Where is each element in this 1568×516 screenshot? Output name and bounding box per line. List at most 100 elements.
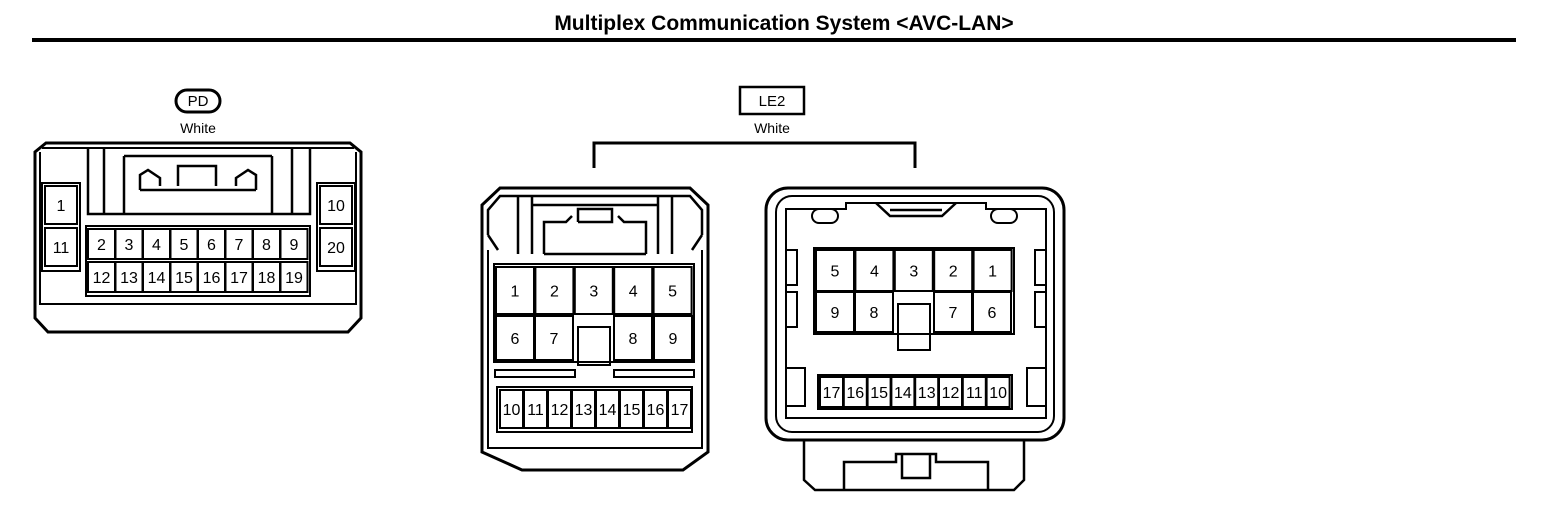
- pd-latch: [86, 148, 312, 216]
- pd-housing-outline: [33, 141, 363, 334]
- le2-plug-pin: 1: [511, 284, 520, 301]
- le2-socket-latch-notch: [875, 202, 957, 218]
- pd-pin-cell: [44, 185, 78, 225]
- page-title: Multiplex Communication System <AVC-LAN>: [554, 12, 1014, 35]
- le2-plug-pin: 9: [669, 331, 678, 348]
- le2-plug-divider-right: [613, 369, 695, 378]
- le2-plug-pin: 3: [589, 284, 598, 301]
- le2-socket-pin: 12: [942, 385, 960, 402]
- le2-socket-slot-r2: [1034, 291, 1047, 328]
- pd-connector: [33, 88, 363, 334]
- le2-socket-pin-cell: [972, 291, 1012, 333]
- le2-plug-pin-cell: [573, 266, 614, 315]
- le2-plug-connector: [480, 186, 710, 472]
- le2-plug-pin: 14: [599, 402, 617, 419]
- pd-right-block: [316, 182, 356, 272]
- le2-socket-slot-r1: [1034, 249, 1047, 286]
- le2-socket-pin-cell: [854, 291, 894, 333]
- pd-pin: 13: [120, 270, 138, 287]
- pd-pin: 14: [148, 270, 166, 287]
- pd-pin: 12: [93, 270, 111, 287]
- le2-socket-ring-left: [811, 208, 839, 224]
- le2-socket-slot-l2: [785, 291, 798, 328]
- le2-socket-pin: 6: [988, 305, 997, 322]
- le2-plug-pin-cell: [534, 266, 575, 315]
- pd-pin-cell: [279, 228, 309, 260]
- le2-code-tag: [738, 85, 806, 116]
- le2-plug-outline: [480, 186, 710, 472]
- le2-plug-pin: 10: [503, 402, 521, 419]
- pd-pin-cell: [319, 185, 353, 225]
- le2-plug-pin: 11: [527, 402, 544, 419]
- pd-pin: 5: [180, 237, 189, 254]
- le2-socket-slot-l1: [785, 249, 798, 286]
- pd-pin: 11: [53, 240, 70, 257]
- le2-socket-cavity: [785, 202, 1047, 419]
- le2-plug-pin: 6: [511, 331, 520, 348]
- le2-socket-pin: 1: [988, 264, 997, 281]
- le2-plug-inner: [487, 250, 703, 449]
- pd-pin: 15: [175, 270, 193, 287]
- le2-socket-pin: 4: [870, 264, 879, 281]
- le2-socket-ring-right: [990, 208, 1018, 224]
- le2-code-label: LE2: [759, 93, 786, 110]
- le2-plug-main-block: [493, 263, 695, 363]
- pd-pin-cell: [319, 227, 353, 267]
- le2-socket-pin: 11: [966, 385, 983, 402]
- le2-socket-bottom-block: [817, 374, 1013, 410]
- pd-pin: 6: [207, 237, 216, 254]
- le2-plug-pin: 13: [575, 402, 593, 419]
- pd-pin: 3: [125, 237, 134, 254]
- le2-socket-pin: 8: [870, 305, 879, 322]
- le2-socket-pin: 16: [846, 385, 864, 402]
- le2-socket-pin-cell: [985, 376, 1011, 408]
- le2-plug-latch: [486, 194, 704, 256]
- pd-pin: 17: [230, 270, 248, 287]
- le2-bracket: [592, 141, 917, 168]
- le2-socket-pin-cell: [893, 249, 934, 292]
- le2-plug-pin: 4: [629, 284, 638, 301]
- le2-socket-pin: 3: [909, 264, 918, 281]
- le2-plug-pin-cell: [534, 315, 574, 361]
- le2-plug-divider-left: [494, 369, 576, 378]
- le2-socket-pin: 15: [870, 385, 888, 402]
- le2-socket-center-key: [897, 303, 931, 351]
- pd-code-label: PD: [188, 93, 209, 110]
- pd-pin: 10: [327, 198, 345, 215]
- pd-code-tag: [174, 88, 222, 114]
- le2-socket-pin: 10: [989, 385, 1007, 402]
- pd-left-block: [41, 182, 81, 272]
- le2-plug-pin-cell: [495, 266, 535, 315]
- le2-plug-pin: 7: [550, 331, 559, 348]
- le2-socket-pin: 9: [831, 305, 840, 322]
- le2-plug-pin: 17: [671, 402, 689, 419]
- le2-socket-pin: 14: [894, 385, 912, 402]
- le2-socket-connector: [764, 186, 1066, 492]
- pd-pin: 4: [152, 237, 161, 254]
- le2-plug-pin: 16: [647, 402, 665, 419]
- le2-socket-pin: 13: [918, 385, 936, 402]
- pd-pin: 19: [285, 270, 303, 287]
- le2-plug-pin: 5: [668, 284, 677, 301]
- pd-pin: 18: [258, 270, 276, 287]
- le2-socket-main-block: [813, 247, 1015, 335]
- pd-pin-cell: [44, 227, 78, 267]
- pd-pin: 8: [262, 237, 271, 254]
- le2-socket-inner: [775, 195, 1055, 433]
- pd-main-block: [85, 225, 311, 297]
- le2-plug-center-key: [577, 326, 611, 366]
- le2-color-label: White: [754, 120, 790, 136]
- le2-socket-slot-r3: [1026, 367, 1047, 407]
- le2-socket-slot-l3: [785, 367, 806, 407]
- le2-plug-pin-cell: [613, 315, 653, 361]
- le2-socket-outline: [764, 186, 1066, 442]
- pd-pin: 16: [203, 270, 221, 287]
- le2-socket-pin: 17: [823, 385, 841, 402]
- pd-pin: 9: [290, 237, 299, 254]
- le2-plug-pin: 8: [629, 331, 638, 348]
- pd-color-label: White: [180, 120, 216, 136]
- le2-plug-pin-cell: [653, 315, 693, 361]
